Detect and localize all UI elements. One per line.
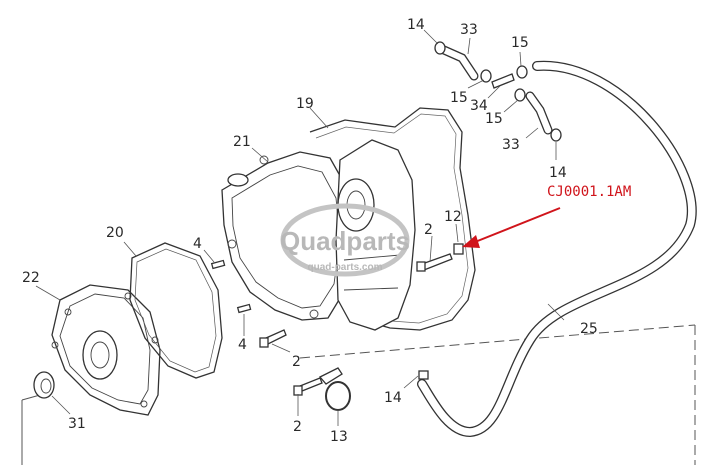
part-4-dowels	[210, 259, 252, 314]
leader-lines	[35, 29, 565, 426]
frame-lines	[21, 324, 696, 465]
part-20-gasket	[129, 242, 223, 379]
part-33-small-hoses	[439, 45, 553, 135]
callout-arrow	[462, 207, 561, 248]
label-20: 20	[106, 225, 124, 241]
part-2-bolts	[259, 253, 453, 396]
label-13: 13	[330, 429, 348, 445]
label-14c: 14	[384, 390, 402, 406]
label-22: 22	[22, 270, 40, 286]
label-2a: 2	[424, 222, 433, 238]
label-15a: 15	[511, 35, 529, 51]
label-21: 21	[233, 134, 251, 150]
part-22-outer-cover	[51, 284, 161, 416]
label-33a: 33	[460, 22, 478, 38]
label-25: 25	[580, 321, 598, 337]
callout-code: CJ0001.1AM	[547, 184, 631, 200]
label-15b: 15	[450, 90, 468, 106]
label-4b: 4	[238, 337, 247, 353]
fittings-14-15-34	[434, 41, 562, 142]
watermark-brand: Quadparts	[280, 226, 410, 256]
part-labels: 14 33 15 15 34 15 33 14 19 21 12 2 20 4 …	[22, 17, 598, 445]
part-12-plug	[453, 243, 464, 255]
label-2b: 2	[292, 354, 301, 370]
label-4a: 4	[193, 236, 202, 252]
label-19: 19	[296, 96, 314, 112]
part-31-seal	[33, 371, 55, 399]
label-33b: 33	[502, 137, 520, 153]
watermark-url: quad-parts.com	[307, 262, 382, 273]
part-13-clamp	[318, 367, 351, 411]
label-2c: 2	[293, 419, 302, 435]
label-15c: 15	[485, 111, 503, 127]
part-25-hose	[417, 60, 697, 438]
label-31: 31	[68, 416, 86, 432]
label-14a: 14	[407, 17, 425, 33]
watermark: Quadparts quad-parts.com	[280, 203, 410, 277]
label-12: 12	[444, 209, 462, 225]
part-21-housing	[221, 151, 353, 321]
label-14b: 14	[549, 165, 567, 181]
label-34: 34	[470, 98, 488, 114]
